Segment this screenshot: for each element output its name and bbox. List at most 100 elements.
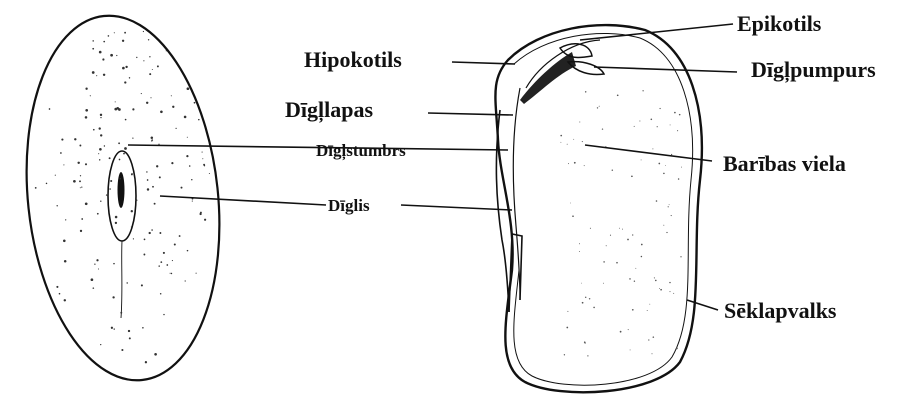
- texture-dot: [579, 251, 580, 252]
- texture-dot: [560, 142, 561, 143]
- texture-dot: [668, 206, 669, 207]
- speckle-dot: [108, 35, 110, 37]
- speckle-dot: [158, 265, 159, 266]
- speckle-dot: [145, 361, 147, 363]
- speckle-dot: [91, 278, 94, 281]
- speckle-dot: [171, 273, 172, 274]
- texture-dot: [641, 159, 642, 160]
- speckle-dot: [97, 213, 99, 215]
- speckle-dot: [93, 129, 95, 131]
- speckle-dot: [154, 203, 156, 205]
- speckle-dot: [110, 54, 113, 57]
- speckle-dot: [60, 152, 62, 154]
- speckle-dot: [163, 252, 165, 254]
- speckle-dot: [121, 349, 123, 351]
- speckle-dot: [98, 268, 99, 269]
- seed-cross-section: [495, 25, 701, 392]
- speckle-dot: [90, 95, 91, 96]
- leader-epikotils: [580, 24, 733, 40]
- speckle-dot: [142, 327, 144, 329]
- speckle-dot: [120, 178, 121, 179]
- speckle-dot: [135, 199, 137, 201]
- speckle-dot: [166, 50, 167, 51]
- speckle-dot: [147, 188, 149, 190]
- texture-dot: [634, 281, 635, 282]
- texture-dot: [666, 232, 667, 233]
- speckle-dot: [98, 153, 99, 154]
- texture-dot: [560, 135, 562, 137]
- label-diglpumpurs: Dīgļpumpurs: [751, 57, 876, 83]
- speckle-dot: [152, 69, 153, 70]
- texture-dot: [659, 108, 660, 109]
- texture-dot: [572, 215, 574, 217]
- speckle-dot: [63, 164, 64, 165]
- speckle-dot: [96, 259, 98, 261]
- texture-dot: [677, 130, 678, 131]
- speckle-dot: [116, 55, 117, 56]
- texture-dot: [616, 262, 618, 264]
- speckle-dot: [202, 152, 203, 153]
- texture-dot: [660, 289, 662, 291]
- speckle-dot: [59, 293, 61, 295]
- texture-dot: [655, 280, 657, 282]
- speckle-dot: [118, 142, 120, 144]
- speckle-dot: [171, 162, 173, 164]
- texture-dot: [648, 339, 649, 340]
- speckle-dot: [202, 158, 203, 159]
- speckle-dot: [74, 138, 76, 140]
- speckle-dot: [160, 261, 162, 263]
- speckle-dot: [114, 328, 115, 329]
- speckle-dot: [132, 108, 134, 110]
- speckle-dot: [123, 153, 125, 155]
- texture-dot: [680, 256, 681, 257]
- speckle-dot: [85, 88, 87, 90]
- micropyle-mark: [118, 172, 125, 208]
- speckle-dot: [120, 312, 122, 314]
- speckle-dot: [65, 219, 66, 220]
- speckle-dot: [113, 263, 115, 265]
- texture-dot: [628, 329, 629, 330]
- texture-dot: [617, 94, 619, 96]
- speckle-dot: [79, 180, 81, 182]
- speckle-dot: [100, 200, 101, 201]
- speckle-dot: [81, 187, 82, 188]
- texture-dot: [584, 165, 585, 166]
- speckle-dot: [144, 239, 146, 241]
- speckle-dot: [115, 222, 117, 224]
- speckle-dot: [56, 205, 57, 206]
- speckle-dot: [81, 218, 83, 220]
- texture-dot: [671, 154, 672, 155]
- texture-dot: [564, 354, 565, 355]
- speckle-dot: [184, 116, 187, 119]
- texture-dot: [632, 234, 633, 235]
- texture-dot: [579, 243, 580, 244]
- speckle-dot: [35, 187, 37, 189]
- texture-dot: [659, 288, 660, 289]
- texture-dot: [612, 169, 613, 170]
- speckle-dot: [131, 210, 133, 212]
- radicle-inner: [513, 88, 520, 300]
- texture-dot: [610, 235, 611, 236]
- speckle-dot: [170, 273, 171, 274]
- texture-dot: [658, 163, 660, 165]
- texture-dot: [642, 90, 643, 91]
- speckle-dot: [179, 235, 181, 237]
- texture-dot: [657, 126, 658, 127]
- speckle-dot: [151, 136, 154, 139]
- texture-dot: [602, 128, 603, 129]
- speckle-dot: [194, 102, 196, 104]
- speckle-dot: [186, 155, 188, 157]
- texture-dot: [635, 268, 636, 269]
- speckle-dot: [126, 282, 127, 283]
- speckle-dot: [73, 180, 76, 183]
- label-seklapvalks: Sēklapvalks: [724, 298, 837, 323]
- speckle-dot: [63, 240, 66, 243]
- texture-dot: [634, 126, 635, 127]
- speckle-dot: [196, 273, 197, 274]
- texture-dot: [585, 297, 586, 298]
- speckle-dot: [55, 175, 56, 176]
- speckle-dot: [143, 31, 144, 32]
- texture-dot: [654, 277, 655, 278]
- speckle-dot: [191, 179, 192, 180]
